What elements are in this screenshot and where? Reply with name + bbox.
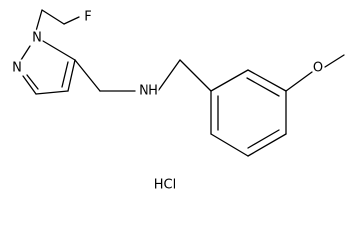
bond-n2-c3-double [26, 74, 39, 90]
bond-c3-c4 [35, 90, 69, 95]
bond-ar-inner-1 [246, 77, 280, 97]
bond-o-ch3 [324, 54, 345, 68]
bond-c4-c5 [67, 59, 76, 92]
bond-ar-o [285, 71, 313, 92]
atom-labels: F N N N H O HCl [10, 8, 325, 193]
atom-ether-oxygen: O [313, 61, 323, 76]
bond-ch2-aryl [179, 59, 212, 92]
bond-nh-ch2 [157, 59, 181, 92]
atom-pyrazole-n2: N [12, 61, 22, 76]
bond-ar1-ar2 [210, 69, 249, 92]
bond-ch2-n1 [35, 9, 43, 32]
atom-amine-hydrogen: H [148, 84, 158, 99]
bond-ar5-ar6 [210, 133, 249, 157]
chemical-structure-diagram: F N N N H O HCl [10, 8, 345, 193]
bond-ar2-ar3 [247, 69, 287, 92]
atom-pyrazole-n1: N [32, 31, 42, 46]
bond-n1-n2 [20, 45, 31, 61]
atom-amine-nitrogen: N [139, 84, 149, 99]
bond-ar-inner-2 [247, 129, 280, 149]
atom-fluorine: F [84, 10, 91, 25]
bond-c5-ch2 [74, 59, 101, 92]
bond-c5-n1 [42, 40, 76, 61]
bond-ch2-ch2 [41, 9, 65, 25]
salt-label: HCl [154, 178, 176, 193]
bond-c4-c5-double [61, 61, 69, 88]
bond-n2-c3 [22, 75, 37, 95]
bonds [20, 9, 345, 157]
bond-f-ch2 [63, 16, 80, 25]
bond-ar4-ar5 [247, 133, 287, 157]
